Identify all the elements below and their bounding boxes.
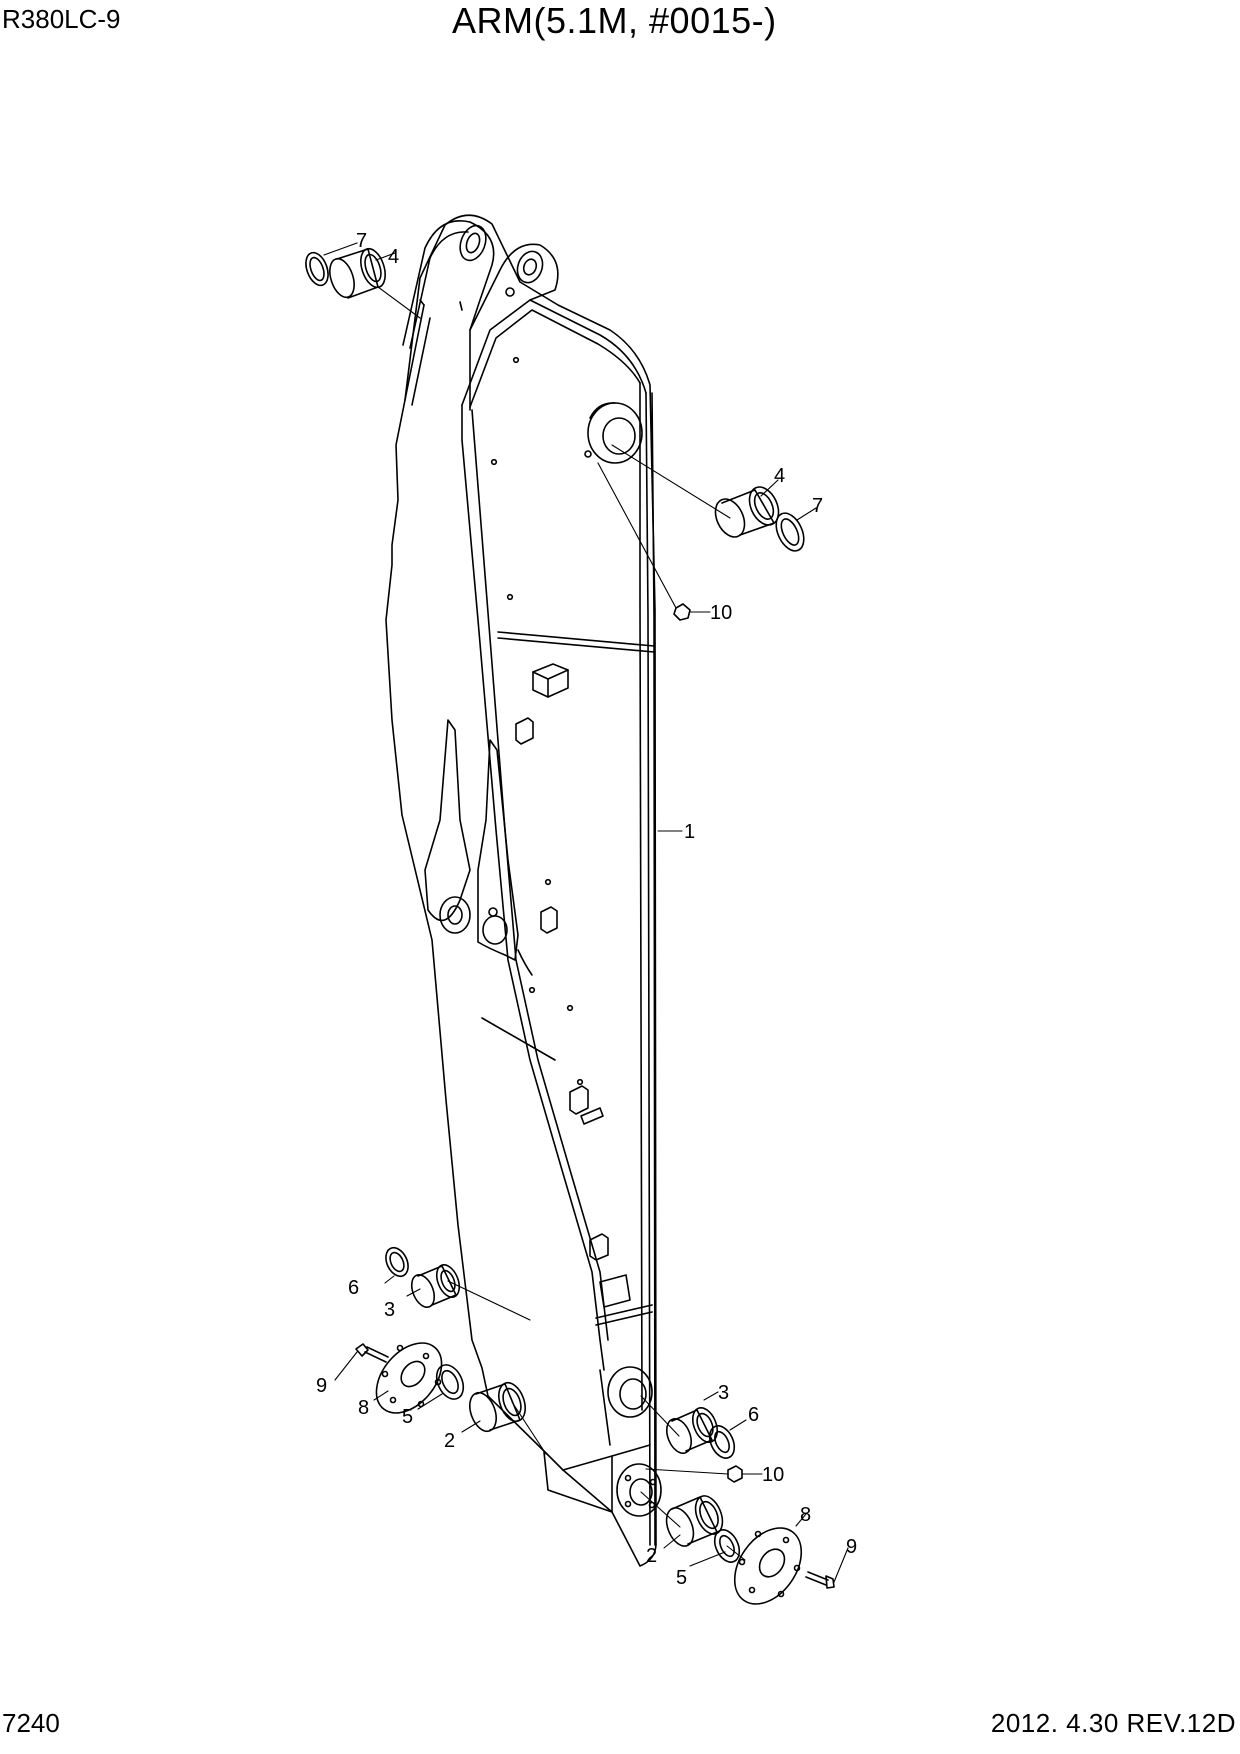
callout-1: 1 [684, 821, 695, 843]
callout-2: 2 [444, 1430, 455, 1452]
callout-2: 2 [646, 1545, 657, 1567]
callout-10: 10 [710, 602, 732, 624]
web-details [490, 356, 631, 1308]
part-2-bushing-lower-right [665, 1495, 724, 1547]
callout-3: 3 [384, 1299, 395, 1321]
part-10-grease-nipple-upper [673, 603, 691, 621]
part-8-plate-lower-right [733, 1527, 803, 1605]
lower-pin-boss [607, 1366, 653, 1418]
part-4-bushing-top-left [329, 247, 386, 299]
assembly-lines [377, 286, 746, 1561]
middle-brackets [424, 719, 533, 976]
leader-lines [323, 242, 849, 1583]
model-code: R380LC-9 [2, 4, 121, 34]
diagram-title: ARM(5.1M, #0015-) [452, 0, 777, 41]
part-2-bushing-lower-left [469, 1381, 526, 1433]
part-10-grease-nipple-lower [727, 1465, 743, 1483]
callout-10: 10 [762, 1464, 784, 1486]
callout-6: 6 [748, 1404, 759, 1426]
part-9-bolt-lower-right [805, 1571, 835, 1589]
part-7-seal-right-upper [775, 512, 805, 552]
top-clevis [402, 220, 559, 411]
callout-6: 6 [348, 1277, 359, 1299]
callout-7: 7 [356, 230, 367, 252]
part-6-seal-lower-right [708, 1425, 736, 1459]
part-6-seal-lower-left [385, 1246, 409, 1278]
part-5-seal-lower-right [713, 1529, 741, 1563]
callout-5: 5 [676, 1567, 687, 1589]
callout-9: 9 [846, 1536, 857, 1558]
part-9-bolt-lower-left [355, 1343, 389, 1363]
callout-9: 9 [316, 1375, 327, 1397]
part-7-seal-top-left [305, 251, 329, 287]
part-5-seal-lower-left [435, 1364, 465, 1400]
revision-date: 2012. 4.30 REV.12D [990, 1708, 1236, 1738]
callout-3: 3 [718, 1382, 729, 1404]
callout-8: 8 [800, 1504, 811, 1526]
callout-7: 7 [812, 495, 823, 517]
callout-4: 4 [388, 246, 399, 268]
callout-4: 4 [774, 465, 785, 487]
callout-8: 8 [358, 1397, 369, 1419]
part-4-bushing-right-upper [714, 486, 780, 538]
upper-pin-boss [584, 402, 643, 464]
part-8-plate-lower-left [375, 1342, 443, 1414]
callout-labels: 7 4 4 7 10 1 6 3 9 8 5 2 3 6 10 2 5 8 9 [316, 230, 857, 1589]
callout-5: 5 [402, 1406, 413, 1428]
part-3-bushing-lower-right [665, 1407, 719, 1454]
page-number: 7240 [2, 1708, 60, 1738]
part-3-bushing-lower-left [410, 1263, 461, 1309]
